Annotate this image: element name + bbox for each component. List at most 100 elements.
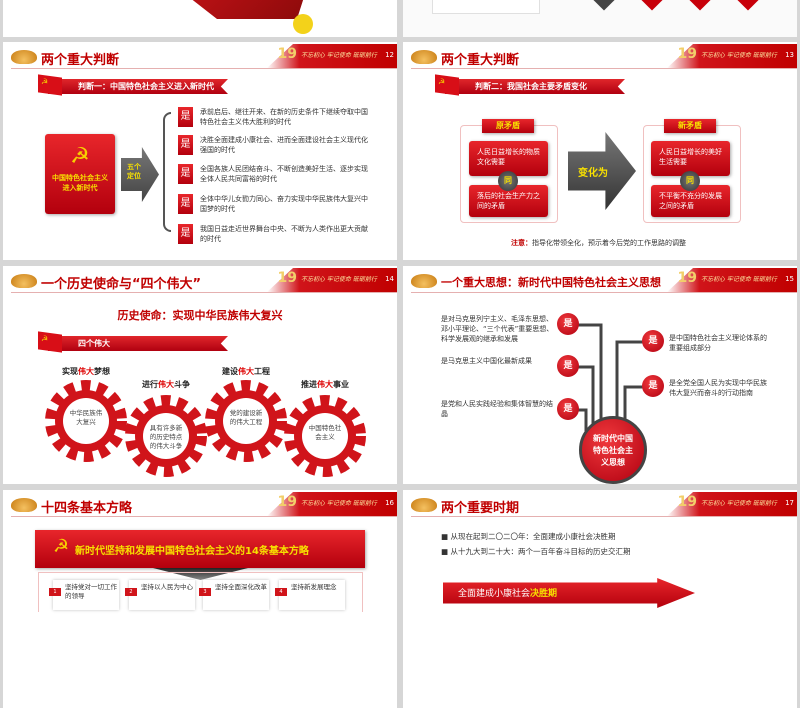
new-contradiction-label: 新矛盾 bbox=[664, 119, 716, 133]
strategy-banner: ☭ 新时代坚持和发展中国特色社会主义的14条基本方略 bbox=[35, 530, 365, 568]
header-band bbox=[667, 492, 797, 516]
item-text: 坚持全面深化改革 bbox=[215, 583, 267, 591]
connector-circle: 同 bbox=[498, 171, 518, 191]
slide-number: 14 bbox=[385, 275, 394, 283]
item-number: 4 bbox=[275, 588, 287, 596]
item-number: 2 bbox=[125, 588, 137, 596]
item-number: 3 bbox=[199, 588, 211, 596]
party-emblem-icon bbox=[411, 50, 437, 64]
arrow-label: 五个定位 bbox=[127, 163, 141, 180]
gear-title: 建设伟大工程 bbox=[222, 367, 270, 376]
strategy-banner-text: 新时代坚持和发展中国特色社会主义的14条基本方略 bbox=[75, 546, 309, 557]
gear-icon bbox=[205, 380, 287, 462]
header-slogan: 不忘初心 牢记使命 砥砺前行 bbox=[301, 276, 377, 283]
gear-title: 实现伟大梦想 bbox=[62, 367, 110, 376]
brace bbox=[163, 112, 171, 232]
marker-shi: 是 bbox=[178, 224, 193, 244]
note-label: 注意： bbox=[511, 239, 532, 247]
item-text: 坚持党对一切工作的领导 bbox=[65, 583, 117, 600]
section-ribbon: 判断一：中国特色社会主义进入新时代 bbox=[48, 79, 228, 94]
header-slogan: 不忘初心 牢记使命 砥砺前行 bbox=[701, 52, 777, 59]
header-divider bbox=[11, 516, 397, 517]
slide-title: 两个重大判断 bbox=[441, 53, 520, 68]
marker-shi: 是 bbox=[557, 355, 579, 377]
strategy-item[interactable]: 1 坚持党对一切工作的领导 bbox=[49, 580, 119, 610]
old-contradiction-label: 原矛盾 bbox=[482, 119, 534, 133]
header-slogan: 不忘初心 牢记使命 砥砺前行 bbox=[301, 500, 377, 507]
gear-text: 中国特色社会主义 bbox=[308, 424, 342, 441]
party-emblem-icon bbox=[11, 498, 37, 512]
period-arrow-label: 全面建成小康社会决胜期 bbox=[458, 586, 557, 599]
bullet-text: 从现在起到二〇二〇年：全面建成小康社会决胜期 bbox=[450, 532, 616, 541]
old-top: 人民日益增长的物质文化需要 bbox=[469, 141, 548, 176]
slide-title: 两个重大判断 bbox=[41, 53, 120, 68]
flag-icon: ☭ bbox=[38, 74, 62, 96]
right-item: 是全党全国人民为实现中华民族伟大复兴而奋斗的行动指南 bbox=[669, 379, 767, 397]
text-box bbox=[432, 0, 540, 14]
header-slogan: 不忘初心 牢记使命 砥砺前行 bbox=[301, 52, 377, 59]
flag-icon: ☭ bbox=[435, 74, 459, 96]
strategy-item[interactable]: 3 坚持全面深化改革 bbox=[199, 580, 269, 610]
gear-icon bbox=[125, 395, 207, 477]
left-item: 是党和人民实践经验和集体智慧的结晶 bbox=[441, 400, 553, 418]
gear-text: 中华民族伟大复兴 bbox=[69, 409, 103, 426]
header-divider bbox=[411, 68, 797, 69]
left-item: 是对马克思列宁主义、毛泽东思想、邓小平理论、“三个代表”重要思想、科学发展观的继… bbox=[441, 315, 554, 343]
slide-thumbnail-11[interactable] bbox=[403, 0, 797, 37]
item-text: 坚持新发展理念 bbox=[291, 583, 337, 591]
new-top: 人民日益增长的美好生活需要 bbox=[651, 141, 730, 176]
item-number: 1 bbox=[49, 588, 61, 596]
slide-title: 一个历史使命与“四个伟大” bbox=[41, 277, 202, 292]
red-flag-banner-image bbox=[153, 0, 313, 19]
bullet-item: ■ 从现在起到二〇二〇年：全面建成小康社会决胜期 bbox=[441, 532, 616, 541]
slide-title: 两个重要时期 bbox=[441, 501, 520, 516]
gear-icon bbox=[284, 395, 366, 477]
party-emblem-icon bbox=[411, 498, 437, 512]
diamond-shape-red bbox=[684, 0, 716, 11]
logo-19: 19 bbox=[277, 270, 297, 286]
connector-lines bbox=[575, 323, 646, 431]
slide-thumbnail-13[interactable]: 两个重大判断 19 不忘初心 牢记使命 砥砺前行 13 判断二：我国社会主要矛盾… bbox=[403, 42, 797, 260]
header-divider bbox=[411, 516, 797, 517]
flowers-image bbox=[293, 14, 313, 34]
slide-thumbnail-17[interactable]: 两个重要时期 19 不忘初心 牢记使命 砥砺前行 17 ■ 从现在起到二〇二〇年… bbox=[403, 490, 797, 708]
hammer-sickle-icon: ☭ bbox=[70, 144, 90, 169]
party-box-label: 中国特色社会主义进入新时代 bbox=[52, 174, 108, 192]
slide-thumbnail-10[interactable] bbox=[3, 0, 397, 37]
marker-shi: 是 bbox=[557, 398, 579, 420]
logo-19: 19 bbox=[277, 494, 297, 510]
marker-shi: 是 bbox=[557, 313, 579, 335]
item-text: 坚持以人民为中心 bbox=[141, 583, 193, 591]
note-text: 指导化带领全化，预示着今后党的工作思路的调整 bbox=[532, 239, 686, 247]
party-box: ☭ 中国特色社会主义进入新时代 bbox=[45, 134, 115, 214]
slide-thumbnail-14[interactable]: 一个历史使命与“四个伟大” 19 不忘初心 牢记使命 砥砺前行 14 历史使命：… bbox=[3, 266, 397, 484]
marker-shi: 是 bbox=[642, 330, 664, 352]
hammer-sickle-icon: ☭ bbox=[53, 536, 70, 557]
gear-icon bbox=[45, 380, 127, 462]
connector-circle: 同 bbox=[680, 171, 700, 191]
mission-subtitle: 历史使命：实现中华民族伟大复兴 bbox=[117, 309, 283, 322]
gear-text: 具有许多新的历史特点的伟大斗争 bbox=[149, 424, 183, 450]
section-ribbon: 四个伟大 bbox=[48, 336, 228, 351]
slide-thumbnail-16[interactable]: 十四条基本方略 19 不忘初心 牢记使命 砥砺前行 16 ☭ 新时代坚持和发展中… bbox=[3, 490, 397, 708]
logo-19: 19 bbox=[677, 46, 697, 62]
header-divider bbox=[411, 292, 797, 293]
definition-item: 全体中华儿女勠力同心、奋力实现中华民族伟大复兴中国梦的时代 bbox=[200, 195, 368, 213]
strategy-item[interactable]: 2 坚持以人民为中心 bbox=[125, 580, 195, 610]
slide-number: 15 bbox=[785, 275, 794, 283]
note: 注意：指导化带领全化，预示着今后党的工作思路的调整 bbox=[511, 238, 686, 248]
slide-number: 12 bbox=[385, 51, 394, 59]
strategy-item[interactable]: 4 坚持新发展理念 bbox=[275, 580, 345, 610]
marker-shi: 是 bbox=[178, 194, 193, 214]
party-emblem-icon bbox=[11, 50, 37, 64]
logo-19: 19 bbox=[677, 270, 697, 286]
section-ribbon: 判断二：我国社会主要矛盾变化 bbox=[445, 79, 625, 94]
marker-shi: 是 bbox=[178, 135, 193, 155]
slide-thumbnail-12[interactable]: 两个重大判断 19 不忘初心 牢记使命 砥砺前行 12 判断一：中国特色社会主义… bbox=[3, 42, 397, 260]
arrow-label-text: 全面建成小康社会 bbox=[458, 589, 531, 599]
slide-thumbnail-15[interactable]: 一个重大思想：新时代中国特色社会主义思想 19 不忘初心 牢记使命 砥砺前行 1… bbox=[403, 266, 797, 484]
right-item: 是中国特色社会主义理论体系的重要组成部分 bbox=[669, 334, 767, 352]
party-emblem-icon bbox=[411, 274, 437, 288]
diamond-shape-gray bbox=[588, 0, 620, 11]
left-item: 是马克思主义中国化最新成果 bbox=[441, 357, 532, 365]
